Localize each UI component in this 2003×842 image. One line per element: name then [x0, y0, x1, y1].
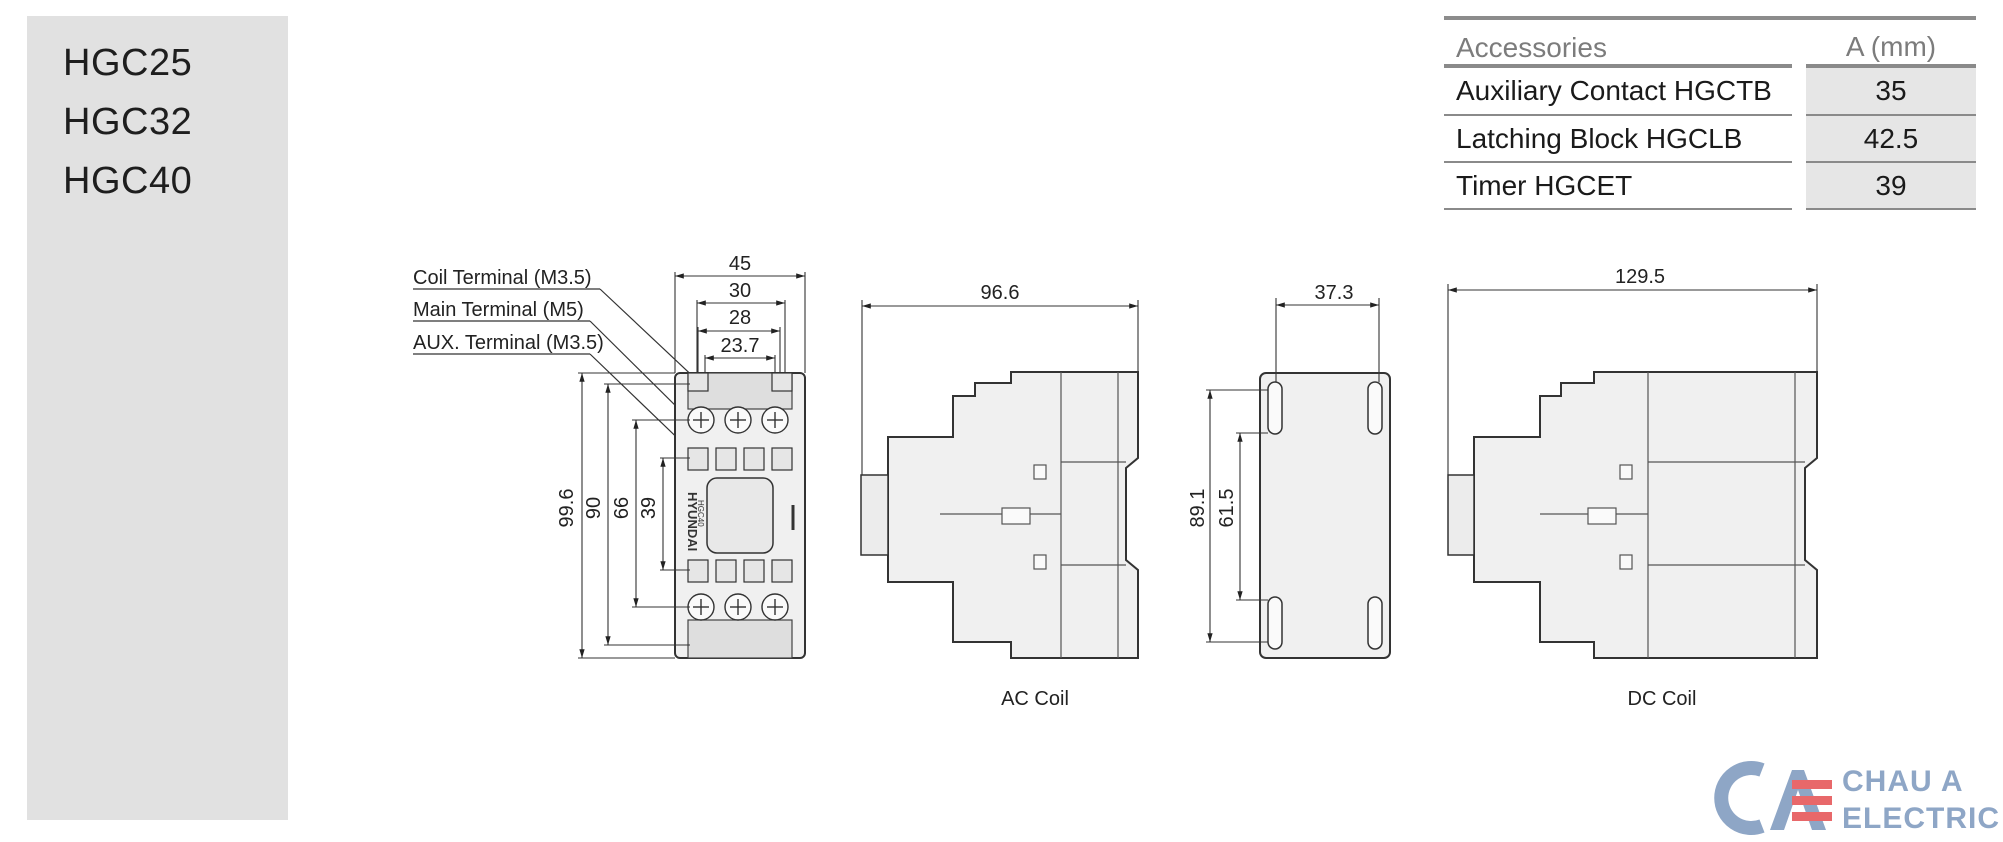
- mounting-slots: [1267, 381, 1383, 650]
- accessory-name: Timer HGCET: [1456, 170, 1633, 201]
- dim-height-90: 90: [583, 497, 605, 519]
- dim-mount-height-89-1: 89.1: [1187, 489, 1209, 528]
- model-name: HGC32: [63, 101, 193, 143]
- table-row: Auxiliary Contact HGCTB 35: [1444, 68, 1976, 115]
- table-row: Latching Block HGCLB 42.5: [1444, 116, 1976, 163]
- main-terminal-screws-top: [687, 406, 789, 434]
- aux-terminals-bottom: [687, 559, 793, 583]
- dim-width-23-7: 23.7: [721, 335, 760, 357]
- dim-height-39: 39: [638, 497, 660, 519]
- table-rule: [1444, 64, 1792, 68]
- terminal-strip-bottom: [687, 619, 793, 659]
- aux-terminals-top: [687, 372, 793, 471]
- dim-mount-height-61-5: 61.5: [1216, 489, 1238, 528]
- ac-coil-side-view: 96.6 AC Coil: [860, 282, 1139, 710]
- coil-terminal-label: Coil Terminal (M3.5): [413, 267, 592, 289]
- accessory-value: 35: [1806, 68, 1976, 114]
- table-rule: [1444, 208, 1792, 210]
- model-mark: HGC40: [696, 500, 705, 527]
- dim-dc-width-129-5: 129.5: [1615, 266, 1665, 288]
- accessory-name: Latching Block HGCLB: [1456, 123, 1743, 154]
- aux-terminal-label: AUX. Terminal (M3.5): [413, 332, 604, 354]
- dim-width-45: 45: [729, 253, 751, 275]
- dc-coil-body-details: [1540, 372, 1805, 658]
- dc-coil-rail-clip: [1447, 474, 1475, 556]
- table-rule: [1806, 64, 1976, 68]
- ac-coil-caption: AC Coil: [1001, 688, 1069, 710]
- accessory-value: 42.5: [1806, 116, 1976, 162]
- main-terminal-screws-bottom: [687, 593, 789, 621]
- table-top-rule: [1444, 16, 1976, 20]
- table-row: Timer HGCET 39: [1444, 163, 1976, 210]
- company-logo: [1700, 760, 2003, 837]
- logo-mark-icon: [1714, 761, 1832, 835]
- model-name: HGC40: [63, 160, 193, 202]
- dim-width-28: 28: [729, 307, 751, 329]
- logo-text-line2: ELECTRIC: [1842, 802, 2000, 835]
- dc-coil-caption: DC Coil: [1628, 688, 1697, 710]
- table-rule: [1444, 161, 1792, 163]
- ac-width-dimension: [861, 300, 1139, 475]
- front-height-dimensions: [578, 372, 690, 659]
- dc-coil-side-view: 129.5 DC Coil: [1447, 266, 1818, 710]
- logo-text-line1: CHAU A: [1842, 765, 1964, 798]
- column-header-accessories: Accessories: [1456, 32, 1607, 63]
- dc-width-dimension: [1447, 284, 1818, 475]
- front-view: Coil Terminal (M3.5) Main Terminal (M5) …: [413, 253, 806, 659]
- brand-text: HYUNDAI: [685, 492, 700, 551]
- table-rule: [1444, 114, 1792, 116]
- table-header-row: Accessories A (mm): [1444, 24, 1976, 71]
- ac-coil-rail-clip: [860, 474, 889, 556]
- table-rule: [1806, 208, 1976, 210]
- ac-coil-body-details: [940, 372, 1126, 658]
- column-header-dimension: A (mm): [1845, 31, 1937, 62]
- dim-height-66: 66: [611, 497, 633, 519]
- mounting-plate: [1259, 372, 1391, 659]
- model-name: HGC25: [63, 42, 193, 84]
- accessory-value: 39: [1806, 163, 1976, 209]
- dc-coil-body-outline: [1473, 371, 1818, 659]
- front-width-dimensions: [674, 272, 806, 373]
- dim-mount-width-37-3: 37.3: [1315, 282, 1354, 304]
- mounting-dimensions: [1206, 298, 1380, 643]
- dim-height-99-6: 99.6: [556, 489, 578, 528]
- main-terminal-label: Main Terminal (M5): [413, 299, 584, 321]
- mounting-rear-view: 37.3 89.1 61.5: [1187, 282, 1391, 659]
- table-rule: [1806, 161, 1976, 163]
- accessory-name: Auxiliary Contact HGCTB: [1456, 75, 1772, 106]
- model-panel: HGC25 HGC32 HGC40: [27, 16, 288, 820]
- indicator-window: [706, 477, 774, 554]
- dim-ac-width-96-6: 96.6: [981, 282, 1020, 304]
- dim-width-30: 30: [729, 280, 751, 302]
- table-rule: [1806, 114, 1976, 116]
